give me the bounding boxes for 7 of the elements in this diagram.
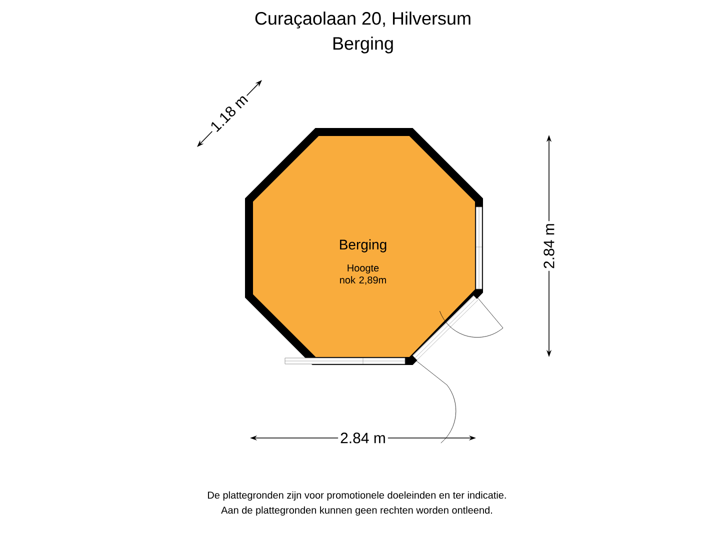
subtitle: Berging bbox=[333, 36, 393, 54]
room: Berging Hoogte nok 2,89m bbox=[245, 128, 483, 365]
title: Curaçaolaan 20, Hilversum bbox=[255, 12, 470, 28]
disclaimer-text: Aan de plattegronden kunnen geen rechten worden ontleend. bbox=[221, 506, 492, 516]
disclaimer-text: De plattegronden zijn voor promotionele doeleinden en ter indicatie. bbox=[208, 491, 506, 501]
dimension-label: 2.84 m bbox=[338, 430, 388, 446]
dimension-label: 2.84 m bbox=[542, 221, 556, 271]
